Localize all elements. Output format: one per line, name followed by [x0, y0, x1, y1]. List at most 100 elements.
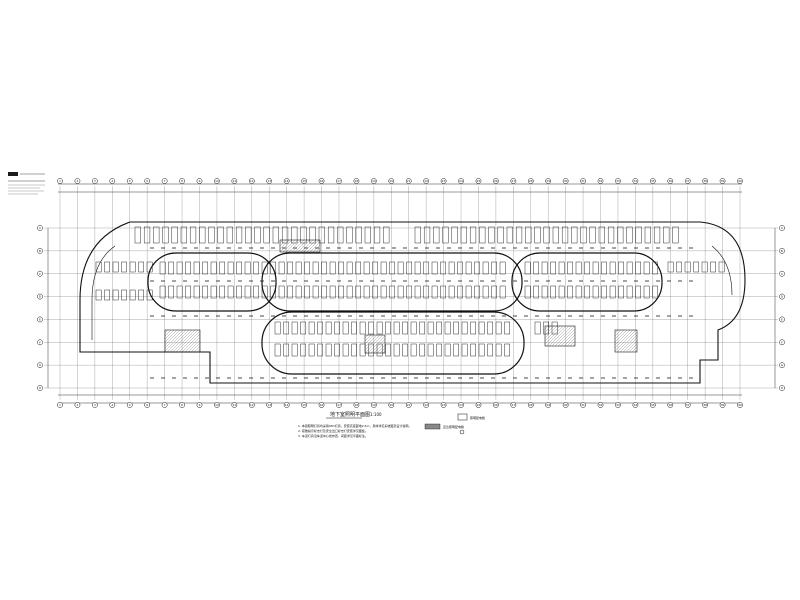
axis-bubble-label: 39 — [721, 179, 725, 183]
parking-stall — [325, 321, 332, 335]
parking-stall — [410, 321, 417, 335]
parking-stall — [363, 261, 370, 275]
axis-bubble-label: 12 — [250, 403, 254, 407]
parking-stall — [159, 285, 166, 299]
parking-stall — [414, 285, 421, 299]
axis-bubble-label: F — [39, 340, 41, 344]
parking-stall — [235, 226, 243, 244]
parking-stall — [589, 226, 596, 244]
axis-bubble-label: 13 — [267, 179, 271, 183]
parking-stall — [575, 261, 582, 275]
parking-stall — [534, 226, 541, 244]
parking-stall — [419, 343, 425, 357]
axis-bubble-label: D — [39, 295, 41, 299]
axis-bubble-label: 6 — [146, 403, 148, 407]
parking-stall — [385, 321, 391, 335]
parking-stall — [295, 261, 302, 275]
axis-bubble: 36 — [667, 178, 674, 184]
light-fixtures — [150, 247, 693, 379]
axis-bubble-label: 5 — [129, 179, 131, 183]
parking-stall — [180, 226, 187, 244]
parking-stall — [701, 261, 708, 273]
parking-stall — [626, 226, 633, 244]
parking-stall — [693, 261, 699, 273]
parking-stall — [312, 261, 319, 275]
axis-bubble: B — [37, 248, 43, 254]
axis-bubble-label: B — [39, 249, 41, 253]
parking-stall — [410, 343, 417, 357]
axis-bubble-label: 22 — [424, 403, 428, 407]
axis-bubble-label: 27 — [512, 403, 516, 407]
parking-stall — [663, 226, 670, 244]
axis-bubble: 34 — [632, 402, 639, 408]
axis-bubble-label: 37 — [686, 403, 690, 407]
axis-bubble: 40 — [737, 178, 743, 184]
axis-bubble-label: 14 — [285, 179, 289, 183]
axis-bubble-label: 36 — [668, 179, 672, 183]
parking-stall — [618, 261, 624, 275]
parking-stall — [406, 261, 412, 275]
axis-bubble-label: 24 — [459, 179, 463, 183]
axis-bubble: B — [779, 248, 785, 254]
axis-bubble: 30 — [562, 178, 569, 184]
parking-stall — [193, 261, 200, 275]
axis-bubble: C — [37, 270, 43, 277]
parking-stall — [609, 261, 616, 275]
axis-bubble: 12 — [248, 178, 255, 184]
axis-bubble-label: E — [39, 318, 41, 322]
parking-stall — [129, 289, 136, 301]
hatched-cores — [164, 239, 638, 354]
axis-bubble: 38 — [702, 402, 708, 408]
axis-bubble: 35 — [649, 402, 656, 408]
parking-stall — [359, 343, 366, 357]
parking-stall — [283, 321, 289, 335]
service-core — [544, 325, 576, 347]
parking-stall — [643, 285, 650, 299]
axis-bubble-label: 18 — [355, 403, 359, 407]
parking-stall — [162, 226, 169, 244]
axis-bubble: 17 — [336, 402, 342, 408]
parking-stall — [272, 226, 279, 244]
service-core — [164, 329, 201, 353]
parking-stall — [431, 285, 438, 299]
parking-stall — [653, 226, 661, 244]
axis-bubble: 27 — [510, 402, 517, 408]
parking-stall — [524, 261, 531, 275]
parking-stall — [342, 343, 349, 357]
parking-stall — [626, 261, 633, 275]
parking-stall — [308, 321, 315, 335]
parking-stall — [291, 321, 298, 335]
axis-bubble: 35 — [649, 178, 656, 184]
parking-stall — [592, 261, 599, 275]
axis-bubble: 4 — [109, 178, 116, 184]
axis-bubble: 15 — [301, 402, 307, 408]
axis-bubble: 21 — [405, 402, 412, 408]
parking-stall — [461, 321, 468, 335]
parking-stall — [304, 285, 310, 299]
parking-stall — [376, 343, 383, 357]
parking-stall — [474, 285, 480, 299]
parking-stall — [146, 289, 153, 301]
parking-stall — [368, 321, 374, 335]
parking-stall — [278, 285, 285, 299]
parking-stall — [575, 285, 582, 299]
parking-stall — [491, 261, 497, 275]
axis-bubble: 33 — [615, 178, 621, 184]
axis-bubble: 31 — [580, 402, 586, 408]
axis-bubble-label: 3 — [94, 179, 96, 183]
parking-stall — [580, 226, 587, 244]
axis-bubble-label: 20 — [390, 179, 394, 183]
axis-bubble: 33 — [615, 402, 621, 408]
axis-bubble-label: 16 — [320, 179, 324, 183]
axis-bubble: G — [37, 362, 43, 368]
parking-stall — [281, 226, 289, 244]
parking-stall — [524, 285, 531, 299]
parking-stall — [210, 261, 217, 275]
note-line: 2. 疏散指示标志灯及安全出口标志灯安装详见图集。 — [298, 428, 368, 433]
axis-bubble: 16 — [318, 402, 325, 408]
parking-stall — [397, 285, 404, 299]
parking-stall — [193, 285, 200, 299]
parking-stall — [442, 226, 449, 244]
parking-stall — [287, 285, 293, 299]
